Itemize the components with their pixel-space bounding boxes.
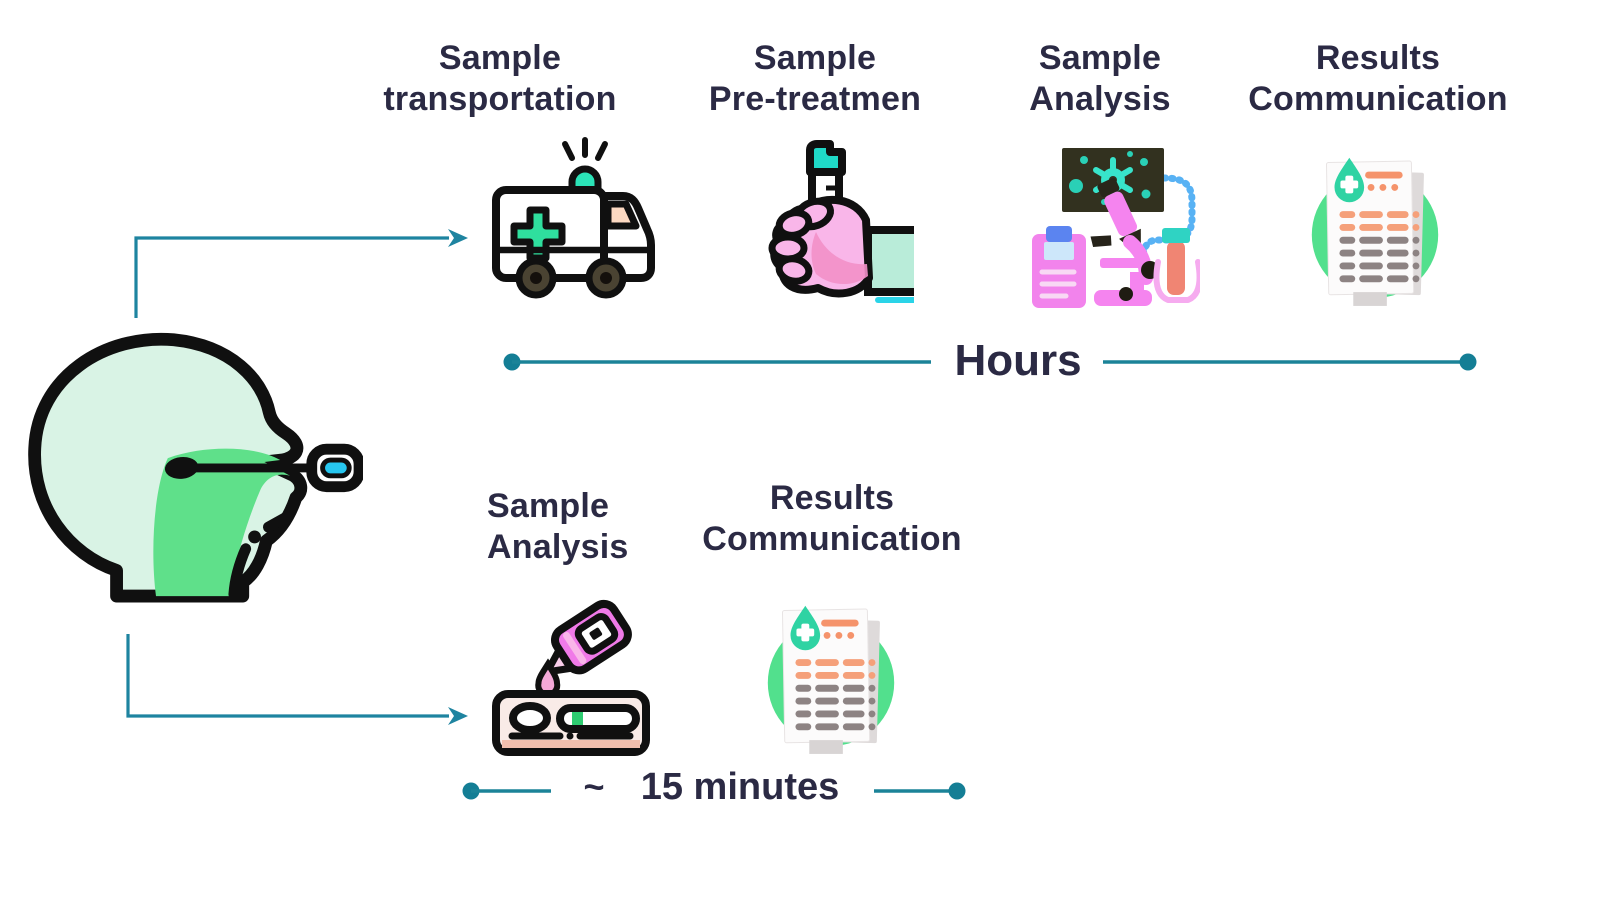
label-line: Pre-treatmen bbox=[708, 80, 922, 118]
label-line: Analysis bbox=[1029, 80, 1171, 118]
step-label-sample-analysis-bottom: Sample Analysis bbox=[487, 486, 747, 568]
medical-report-icon bbox=[767, 605, 895, 754]
approx-symbol: ~ bbox=[583, 766, 605, 807]
rapid-test-cassette-icon bbox=[492, 599, 650, 756]
label-line: Communication bbox=[1248, 80, 1508, 118]
label-line: Sample bbox=[487, 487, 610, 525]
microscope-icon bbox=[1090, 177, 1159, 306]
bottom-duration-label: 15 minutes bbox=[640, 766, 840, 808]
clipboard-icon bbox=[1032, 226, 1086, 308]
ambulance-icon bbox=[492, 137, 655, 299]
step-label-sample-analysis-top: Sample Analysis bbox=[940, 38, 1260, 120]
step-label-results-communication-top: Results Communication bbox=[1218, 38, 1538, 120]
hours-timeline bbox=[503, 353, 1477, 371]
bottom-arrow bbox=[126, 634, 468, 725]
label-line: Analysis bbox=[487, 528, 629, 566]
step-label-results-communication-bottom: Results Communication bbox=[672, 478, 992, 560]
microscope-analysis-icon bbox=[1032, 148, 1200, 308]
label-line: Results bbox=[769, 479, 895, 517]
label-line: transportation bbox=[383, 80, 617, 118]
label-line: Results bbox=[1315, 39, 1441, 77]
label-line: Sample bbox=[1038, 39, 1162, 77]
top-duration-label: Hours bbox=[954, 336, 1082, 385]
minutes-timeline bbox=[462, 782, 966, 800]
medical-report-icon bbox=[1311, 157, 1439, 306]
hand-test-tube-icon bbox=[768, 140, 914, 303]
step-label-sample-pretreatment: Sample Pre-treatmen bbox=[655, 38, 975, 120]
test-tube-icon bbox=[1153, 228, 1200, 303]
step-label-sample-transportation: Sample transportation bbox=[340, 38, 660, 120]
top-arrow bbox=[134, 229, 468, 318]
label-line: Sample bbox=[438, 39, 562, 77]
label-line: Communication bbox=[702, 520, 962, 558]
label-line: Sample bbox=[753, 39, 877, 77]
throat-swab-head-icon bbox=[28, 332, 363, 603]
dropper-icon bbox=[543, 599, 632, 676]
